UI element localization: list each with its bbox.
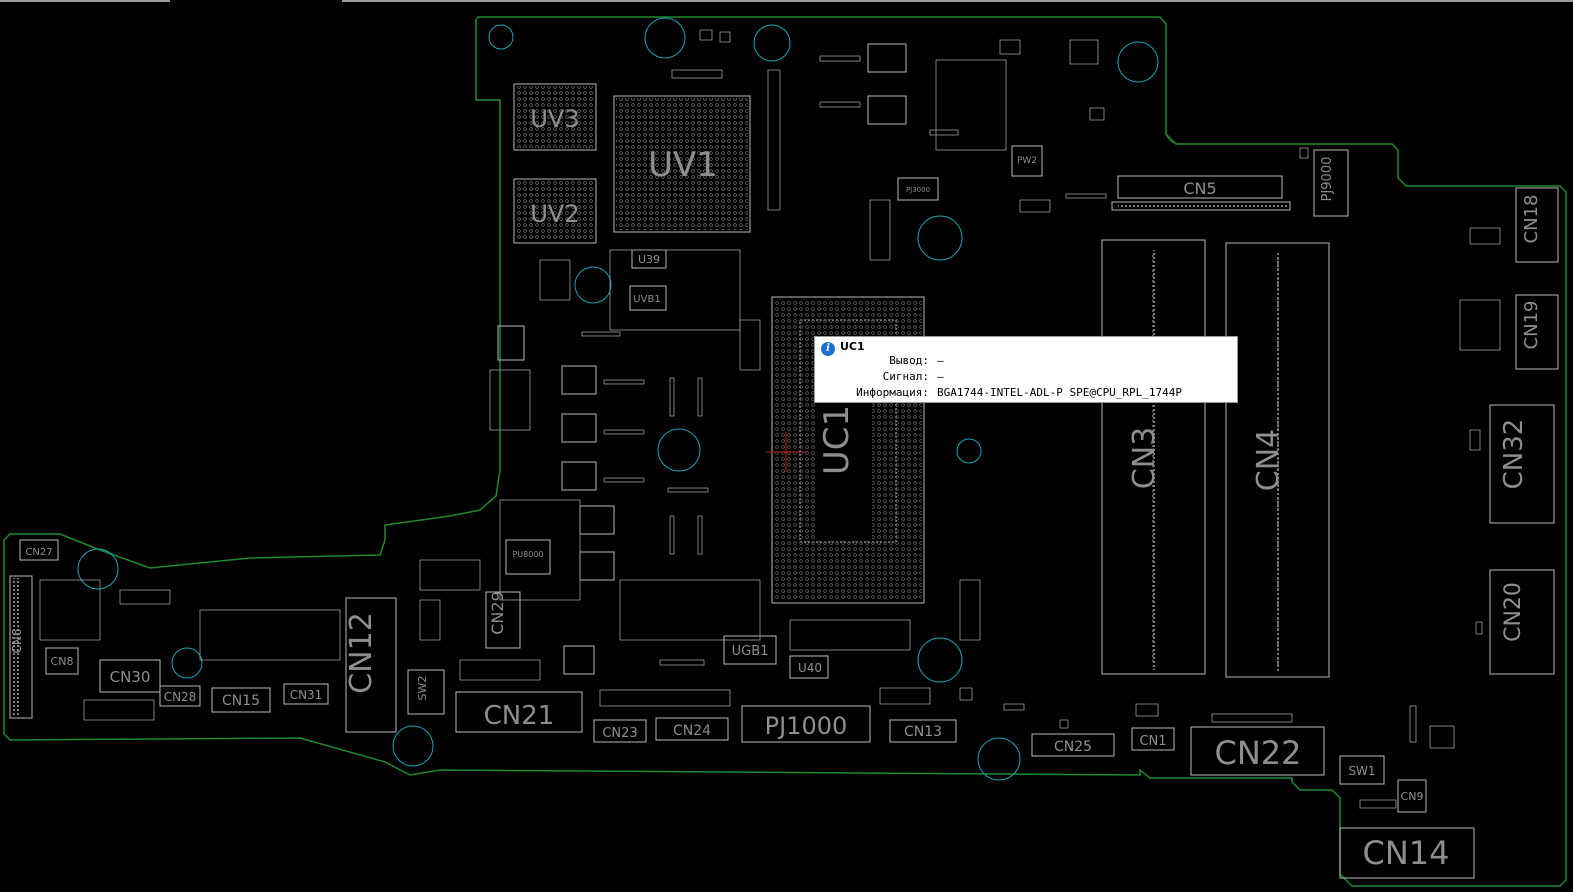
label-cn22: CN22 xyxy=(1215,734,1302,772)
label-pj1000: PJ1000 xyxy=(765,712,848,740)
label-cn8: CN8 xyxy=(51,655,74,668)
label-uvb1: UVB1 xyxy=(633,294,660,305)
tooltip-title: UC1 xyxy=(840,340,865,353)
info-icon: i xyxy=(821,342,835,356)
label-cn6: CN6 xyxy=(10,629,24,654)
label-cn32: CN32 xyxy=(1499,419,1529,490)
label-cn30: CN30 xyxy=(110,668,151,686)
label-cn21: CN21 xyxy=(484,701,555,731)
label-cn20: CN20 xyxy=(1501,582,1526,642)
label-cn9: CN9 xyxy=(1401,790,1424,803)
label-cn5: CN5 xyxy=(1183,179,1216,198)
tooltip-row-pin: Вывод: — xyxy=(815,354,944,368)
label-u39: U39 xyxy=(638,253,660,266)
cursor-crosshair xyxy=(766,432,806,472)
mounting-holes xyxy=(77,17,1159,781)
label-cn19: CN19 xyxy=(1521,301,1542,350)
label-cn14: CN14 xyxy=(1363,834,1450,872)
label-cn4: CN4 xyxy=(1251,429,1286,491)
label-uv2: UV2 xyxy=(530,200,579,228)
label-uv3: UV3 xyxy=(530,105,579,133)
label-cn12: CN12 xyxy=(344,612,379,694)
label-pj9000: PJ9000 xyxy=(1320,157,1335,202)
label-ugb1: UGB1 xyxy=(732,644,769,659)
tooltip-value: BGA1744-INTEL-ADL-P SPE@CPU_RPL_1744P xyxy=(937,386,1183,399)
label-cn28: CN28 xyxy=(164,690,197,704)
tooltip-row-info: Информация: BGA1744-INTEL-ADL-P SPE@CPU_R… xyxy=(815,386,1182,400)
tooltip-row-signal: Сигнал: — xyxy=(815,370,944,384)
label-u40: U40 xyxy=(798,661,822,675)
label-uv1: UV1 xyxy=(648,145,718,185)
tooltip-key: Вывод: xyxy=(889,354,929,367)
tooltip-key: Сигнал: xyxy=(882,370,929,383)
component-info-tooltip: i UC1 Вывод: — Сигнал: — Информация: BGA174… xyxy=(814,336,1238,403)
label-cn25: CN25 xyxy=(1054,739,1092,755)
label-pu8000: PU8000 xyxy=(512,550,543,559)
board-outline xyxy=(3,16,1567,887)
label-cn29: CN29 xyxy=(488,591,507,635)
label-sw1: SW1 xyxy=(1348,764,1375,778)
label-cn3: CN3 xyxy=(1127,427,1162,489)
label-cn15: CN15 xyxy=(222,693,260,709)
tooltip-key: Информация: xyxy=(856,386,929,399)
tooltip-value: — xyxy=(937,370,944,383)
label-cn24: CN24 xyxy=(673,723,711,739)
label-uc1: UC1 xyxy=(817,405,857,475)
tooltip-value: — xyxy=(937,354,944,367)
label-cn23: CN23 xyxy=(602,726,637,741)
label-pw2: PW2 xyxy=(1017,156,1037,166)
label-cn31: CN31 xyxy=(290,688,323,702)
label-cn18: CN18 xyxy=(1521,195,1542,244)
label-cn27: CN27 xyxy=(25,547,52,558)
label-cn1: CN1 xyxy=(1139,734,1166,749)
label-cn13: CN13 xyxy=(904,724,942,740)
label-pj3000: PJ3000 xyxy=(906,186,930,194)
label-sw2: SW2 xyxy=(416,676,429,701)
